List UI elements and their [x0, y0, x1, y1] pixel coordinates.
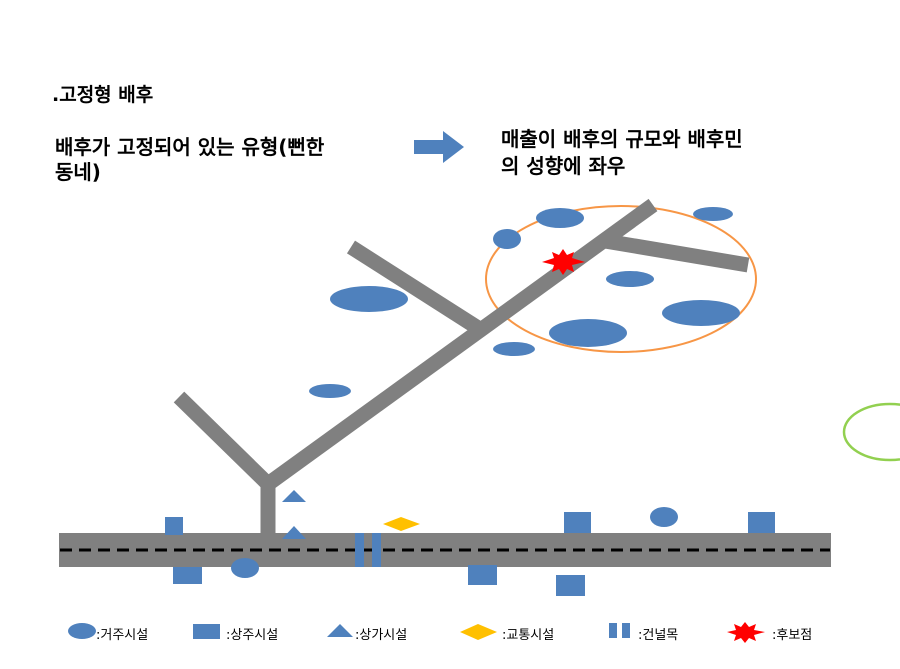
office-facilities: [165, 512, 775, 596]
residential-facility: [536, 208, 584, 228]
triangle-icon: [327, 624, 353, 637]
branch-road-left: [173, 391, 274, 490]
legend-label-candidate: :후보점: [772, 628, 813, 643]
ellipse-icon: [68, 623, 96, 639]
branch-roads: [173, 198, 750, 534]
residential-facility: [493, 342, 535, 356]
transit-facility: [383, 517, 420, 531]
residential-facility: [309, 384, 351, 398]
legend-label-residential: :거주시설: [96, 628, 149, 643]
branch-road-main: [263, 198, 658, 491]
star-burst-icon: [727, 622, 765, 643]
double-bar-icon: [609, 623, 617, 638]
office-facility: [748, 512, 775, 533]
residential-facility: [493, 229, 521, 249]
description-left-line1: 배후가 고정되어 있는 유형(뻔한: [55, 135, 325, 159]
residential-facility: [330, 286, 408, 312]
residential-facility: [662, 300, 740, 326]
legend-label-crosswalk: :건널목: [638, 628, 679, 643]
office-facility: [173, 567, 202, 584]
description-left-line2: 동네): [55, 160, 101, 184]
square-icon: [193, 624, 220, 639]
residential-facility: [650, 507, 678, 527]
description-right-line1: 매출이 배후의 규모와 배후민: [501, 127, 743, 151]
residential-facility: [231, 558, 259, 578]
office-facility: [165, 517, 183, 535]
trade-area-circle: [485, 205, 757, 353]
description-right-line2: 의 성향에 좌우: [501, 154, 626, 178]
candidate-site-star: [542, 249, 585, 275]
branch-road-right: [603, 233, 750, 273]
crosswalk-bar: [372, 533, 381, 567]
commercial-facility: [282, 490, 306, 502]
residential-facility: [606, 271, 654, 287]
crosswalk-bar: [355, 533, 364, 567]
residential-facilities: [231, 207, 740, 578]
page-title: .고정형 배후: [52, 84, 154, 106]
commercial-facility: [282, 526, 306, 539]
legend-label-transit: :교통시설: [502, 628, 555, 643]
residential-facility: [693, 207, 733, 221]
office-facility: [564, 512, 591, 533]
legend-label-commercial: :상가시설: [355, 628, 408, 643]
branch-road-upper-left: [346, 240, 483, 335]
green-circle: [842, 402, 900, 462]
legend: [68, 622, 765, 643]
office-facility: [556, 575, 585, 596]
office-facility: [468, 565, 497, 585]
diamond-icon: [460, 624, 497, 640]
double-bar-icon: [622, 623, 630, 638]
residential-facility: [549, 319, 627, 347]
right-arrow-icon: [414, 131, 464, 163]
legend-label-office: :상주시설: [226, 628, 279, 643]
